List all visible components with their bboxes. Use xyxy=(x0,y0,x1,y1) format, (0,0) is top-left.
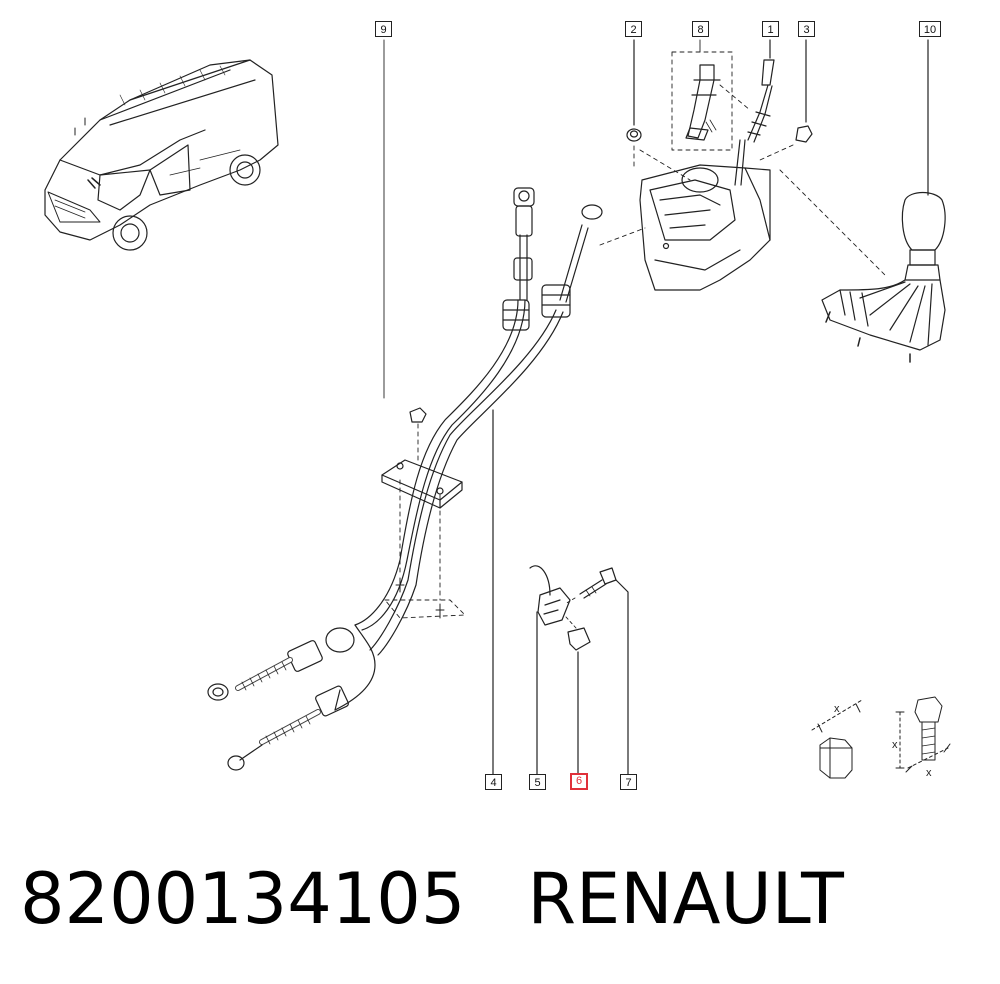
dimension-x-label: x xyxy=(892,739,898,751)
callout-7[interactable]: 7 xyxy=(620,774,637,790)
callout-6-highlighted[interactable]: 6 xyxy=(570,773,588,790)
shift-lever-housing xyxy=(639,139,771,291)
callout-4[interactable]: 4 xyxy=(485,774,502,790)
screw-icon xyxy=(795,125,813,143)
dimension-x-label: x xyxy=(834,703,840,715)
shift-cable-assembly xyxy=(207,187,603,771)
dimension-legend-nut xyxy=(811,699,863,779)
van-illustration xyxy=(44,59,279,251)
lever-rod xyxy=(747,39,775,143)
dimension-legend-bolt xyxy=(895,696,951,773)
callout-2[interactable]: 2 xyxy=(625,21,642,37)
bolt-part xyxy=(579,567,629,776)
clip-part xyxy=(567,627,591,776)
washer-icon xyxy=(626,128,642,142)
callout-10[interactable]: 10 xyxy=(919,21,941,37)
callout-8[interactable]: 8 xyxy=(692,21,709,37)
part-caption: 8200134105 RENAULT xyxy=(20,858,844,940)
gear-knob-boot xyxy=(821,39,946,363)
callout-9[interactable]: 9 xyxy=(375,21,392,37)
parts-diagram: x x x xyxy=(44,39,951,779)
clip-bracket xyxy=(529,565,571,776)
part-number: 8200134105 xyxy=(20,858,466,940)
callout-1[interactable]: 1 xyxy=(762,21,779,37)
insert-part xyxy=(685,64,721,141)
callout-5[interactable]: 5 xyxy=(529,774,546,790)
callout-3[interactable]: 3 xyxy=(798,21,815,37)
brand-name: RENAULT xyxy=(527,858,844,940)
nut-icon xyxy=(409,407,427,423)
dimension-x-label: x xyxy=(926,767,932,779)
